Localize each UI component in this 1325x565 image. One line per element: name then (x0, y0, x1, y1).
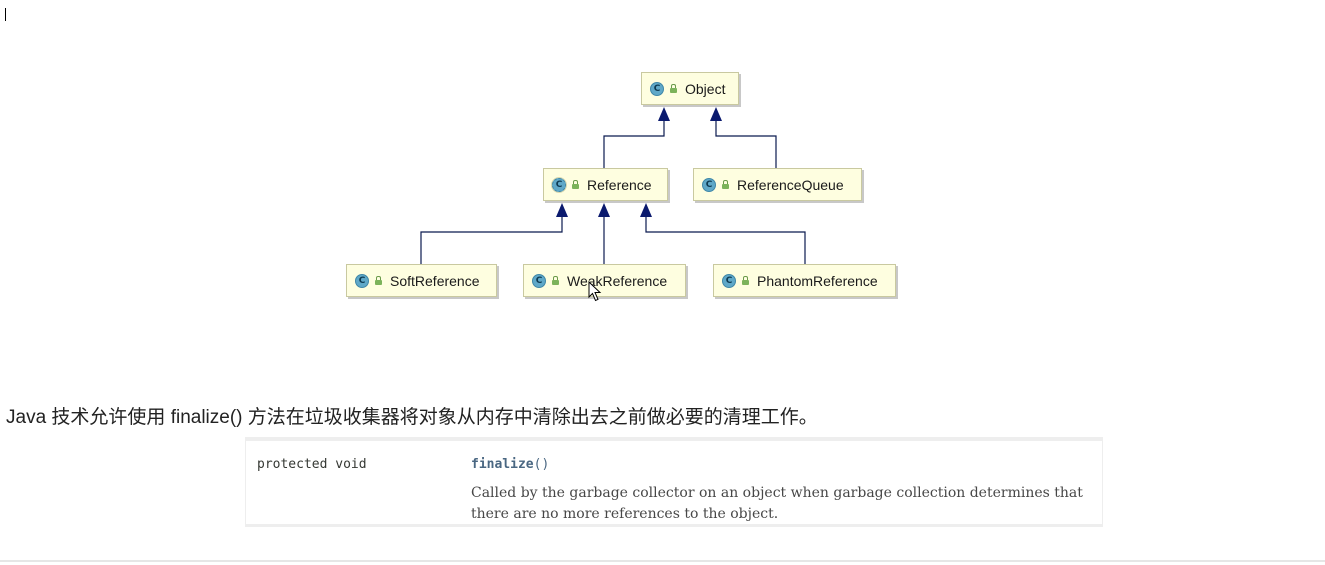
api-method-summary-table: protected void finalize() Called by the … (245, 437, 1103, 527)
lock-icon (375, 276, 382, 285)
class-node-phantomreference[interactable]: C PhantomReference (713, 264, 896, 297)
text-caret (5, 8, 6, 21)
class-node-label: Reference (587, 176, 652, 193)
edge-referencequeue-to-object (715, 121, 777, 168)
divider (0, 560, 1325, 562)
lock-icon (742, 276, 749, 285)
edge-phantomreference-to-reference (645, 217, 806, 264)
arrowhead-phantomreference-to-reference (640, 203, 652, 217)
arrowhead-weakreference-to-reference (598, 203, 610, 217)
class-icon: C (722, 273, 736, 288)
api-modifier: protected void (257, 457, 367, 472)
lock-icon (670, 84, 677, 93)
class-node-label: PhantomReference (757, 272, 878, 289)
class-node-object[interactable]: C Object (641, 72, 739, 105)
class-node-referencequeue[interactable]: C ReferenceQueue (693, 168, 862, 201)
class-node-weakreference[interactable]: C WeakReference (523, 264, 686, 297)
class-icon: C (532, 273, 546, 288)
lock-icon (572, 180, 579, 189)
finalize-description: Java 技术允许使用 finalize() 方法在垃圾收集器将对象从内存中清除… (6, 407, 818, 428)
edge-reference-to-object (603, 121, 665, 168)
class-icon: C (702, 177, 716, 192)
arrowhead-reference-to-object (658, 107, 670, 121)
class-node-label: ReferenceQueue (737, 176, 844, 193)
class-icon: C (650, 81, 664, 96)
api-method-signature: finalize() (471, 457, 549, 472)
class-node-softreference[interactable]: C SoftReference (346, 264, 497, 297)
api-method-link[interactable]: finalize (471, 457, 534, 472)
class-node-label: WeakReference (567, 272, 668, 289)
class-node-label: Object (685, 80, 726, 97)
lock-icon (552, 276, 559, 285)
api-method-params: () (533, 457, 550, 472)
arrowhead-referencequeue-to-object (710, 107, 722, 121)
mouse-pointer-icon (588, 281, 602, 302)
arrowhead-softreference-to-reference (556, 203, 568, 217)
edge-softreference-to-reference (420, 217, 563, 264)
abstract-class-icon: C (552, 177, 566, 192)
class-node-reference[interactable]: C Reference (543, 168, 668, 201)
lock-icon (722, 180, 729, 189)
class-icon: C (355, 273, 369, 288)
api-method-description: Called by the garbage collector on an ob… (471, 485, 1083, 522)
class-node-label: SoftReference (390, 272, 480, 289)
